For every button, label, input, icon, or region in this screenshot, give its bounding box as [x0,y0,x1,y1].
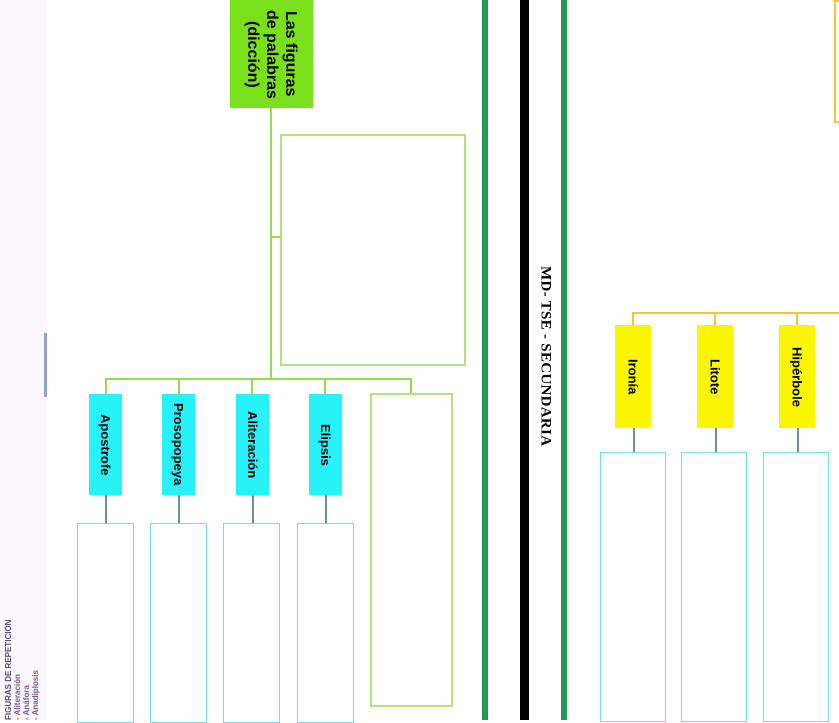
page-title-text: MD- TSE - SECUNDARIA [537,265,554,447]
branch-bar [632,312,839,314]
answer-box [223,523,280,723]
answer-box [297,523,354,723]
connector [251,378,253,396]
branch-node: Hipérbole [779,325,815,428]
root-node-partial [834,0,839,123]
branch-label: Ironía [625,358,641,395]
connector [714,312,716,326]
definition-box [280,134,466,366]
branch-node: Ironía [615,325,651,428]
branch-label: Aliteración [245,410,260,479]
connector [715,428,717,452]
connector [252,495,254,523]
answer-box [150,523,207,723]
branch-label: Litote [707,358,723,395]
connector [633,428,635,452]
side-note-item: - Anáfora [22,685,31,720]
root-connector [270,108,272,380]
side-panel [0,0,47,720]
divider [482,0,488,720]
side-note-item: - Aliteración [13,674,22,720]
connector [632,312,634,326]
branch-node: Elipsis [309,394,342,495]
connector [797,428,799,452]
divider [561,0,567,720]
connector [178,378,180,396]
answer-box [77,523,134,723]
branch-node: Prosopopeya [162,394,195,495]
side-note-item: - Anadiplosis [31,670,40,720]
root-label: Las figuras de palabras (dicción) [244,9,299,99]
page-title: MD- TSE - SECUNDARIA [528,248,562,464]
branch-label: Prosopopeya [171,403,186,486]
branch-label: Hipérbole [789,346,805,407]
side-note: FIGURAS DE REPETICIÓN - Aliteración - An… [4,592,56,720]
connector [105,378,107,396]
branch-node: Apostrofe [89,394,122,495]
connector [105,495,107,523]
connector [271,236,282,238]
answer-box [681,452,747,722]
connector [324,378,326,396]
connector [325,495,327,523]
answer-box [763,452,829,722]
branch-label: Apostrofe [98,413,113,476]
example-box [370,393,453,707]
connector [178,495,180,523]
scroll-marker [44,333,47,397]
branch-label: Elipsis [318,423,333,466]
branch-bar [105,378,412,380]
answer-box [600,452,666,722]
connector [796,312,798,326]
branch-node: Litote [697,325,733,428]
divider [520,0,529,720]
root-node: Las figuras de palabras (dicción) [230,0,313,108]
branch-node: Aliteración [236,394,269,495]
connector [410,378,412,394]
side-note-heading: FIGURAS DE REPETICIÓN [4,619,13,720]
